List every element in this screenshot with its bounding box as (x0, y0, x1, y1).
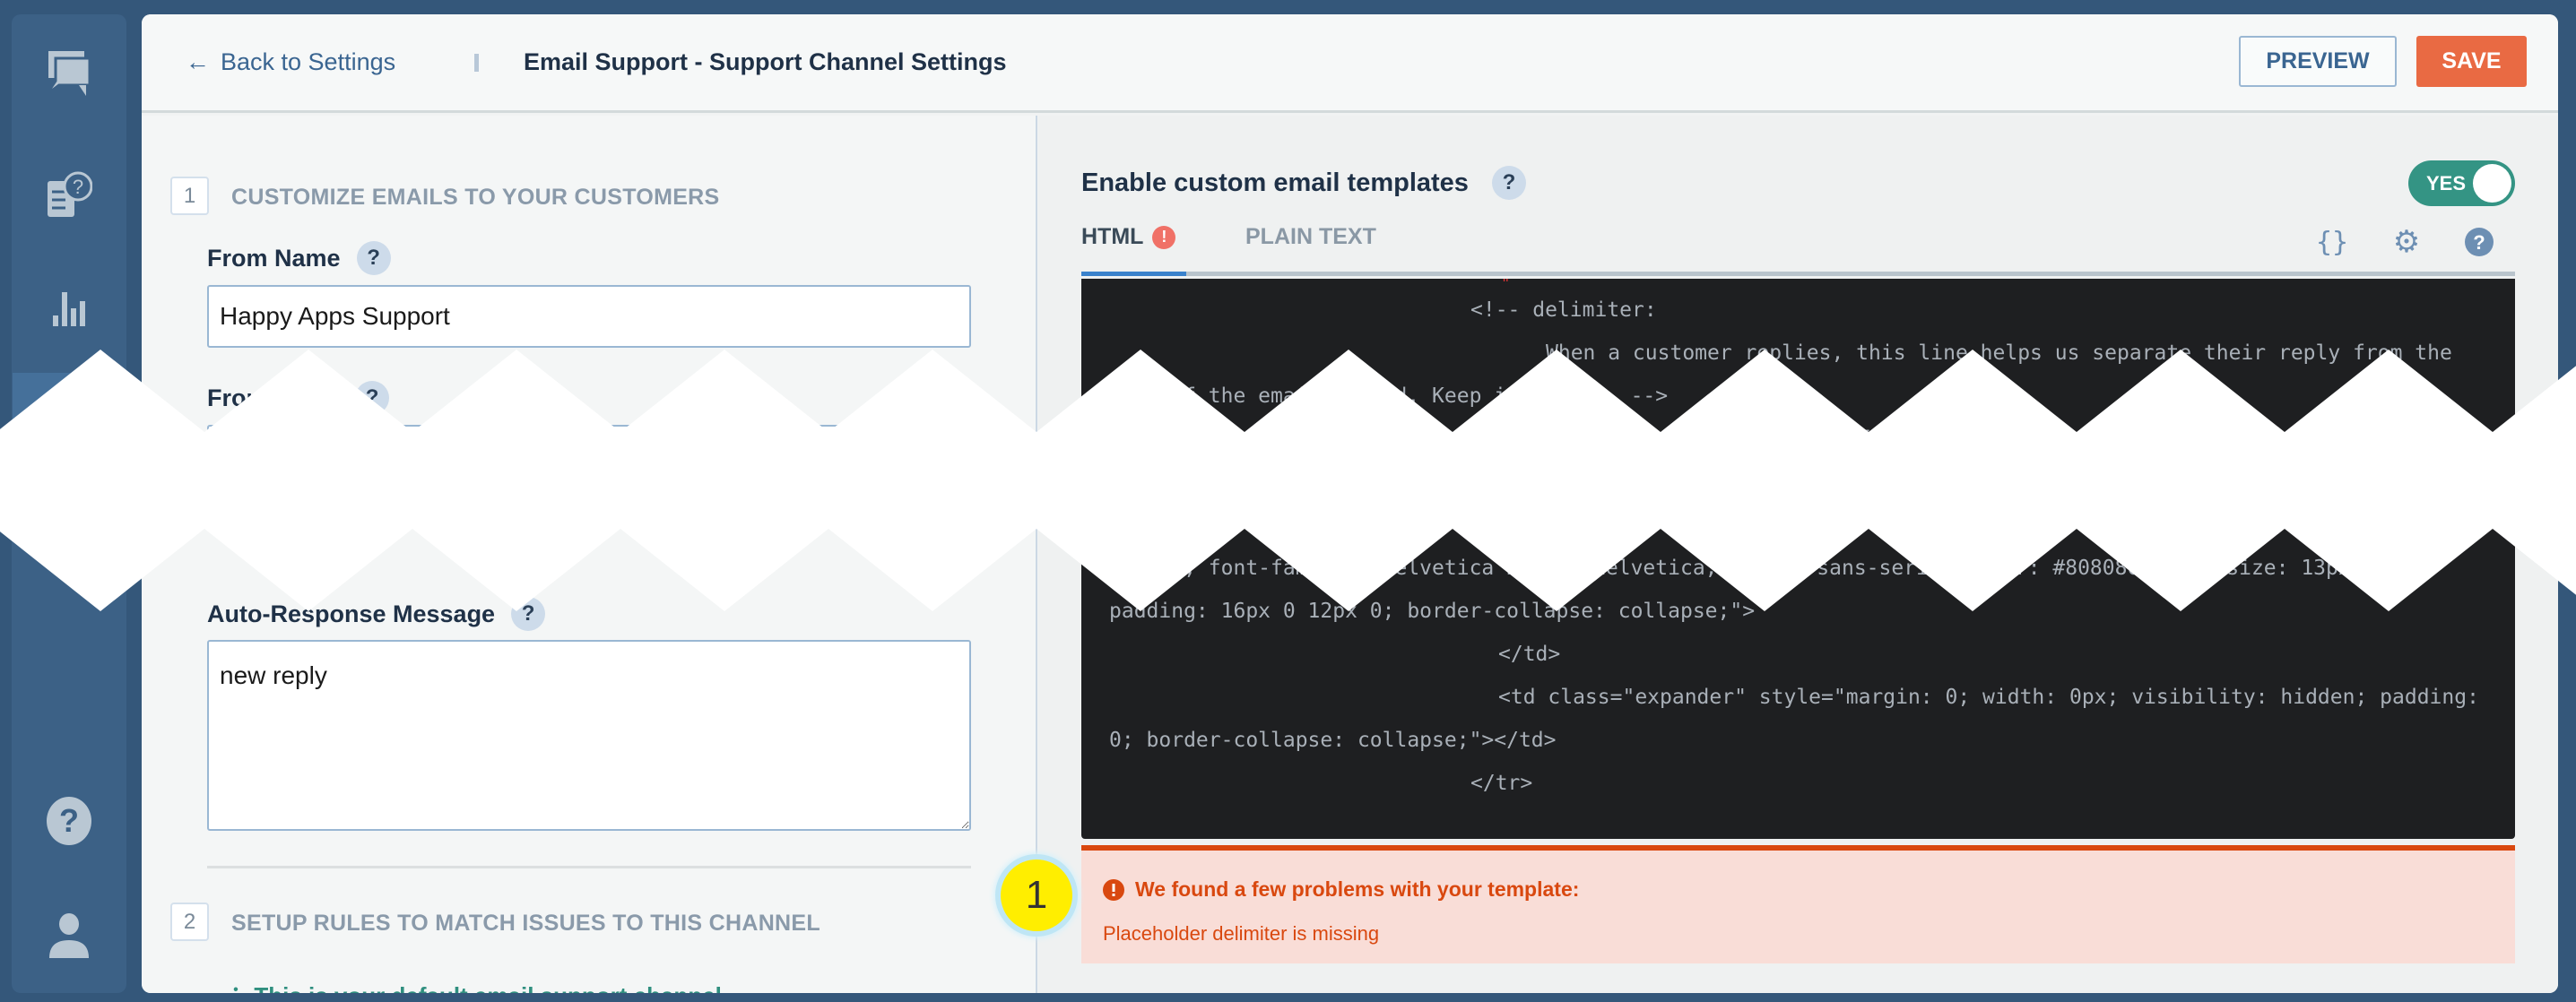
toggle-label: YES (2426, 172, 2467, 194)
info-text: This is your default email support chann… (254, 982, 722, 993)
tab-underline (1081, 272, 2515, 276)
from-email-input[interactable] (207, 425, 971, 488)
user-icon[interactable] (46, 912, 92, 959)
left-pane: 1 CUSTOMIZE EMAILS TO YOUR CUSTOMERS Fro… (142, 116, 1037, 993)
annotation-marker: 1 (1001, 859, 1072, 931)
gear-icon[interactable]: ⚙ (2392, 225, 2421, 259)
from-email-label: From Email? (207, 381, 390, 415)
error-icon: ! (1152, 225, 1176, 249)
help-icon[interactable]: ? (356, 241, 391, 275)
page-title: Email Support - Support Channel Settings (524, 48, 1007, 75)
error-title: We found a few problems with your templa… (1103, 877, 1579, 902)
help-icon[interactable]: ? (2461, 224, 2497, 260)
knowledge-base-icon[interactable]: ? (46, 171, 92, 219)
enable-custom-templates-label: Enable custom email templates? (1081, 166, 1526, 200)
section-title: SETUP RULES TO MATCH ISSUES TO THIS CHAN… (231, 911, 820, 936)
section-number: 1 (170, 177, 209, 215)
custom-templates-toggle[interactable]: YES (2408, 160, 2515, 206)
back-label: Back to Settings (221, 48, 396, 75)
code-line: rest of the email thread. Keep it on top… (1109, 384, 1669, 408)
settings-card: ← Back to Settings Email Support - Suppor… (142, 14, 2558, 993)
tab-label: HTML (1081, 224, 1144, 249)
placeholder-braces-icon[interactable]: {} (2315, 226, 2349, 258)
code-line: <td style="text-align: left; font-size: … (1498, 428, 2082, 451)
code-line: <!-- delimiter: (1470, 298, 1657, 322)
svg-text:?: ? (59, 802, 79, 839)
code-line: 0; border-collapse: collapse;"></td> (1109, 729, 1557, 752)
code-line: </td> (1498, 643, 1561, 666)
header: ← Back to Settings Email Support - Suppor… (142, 14, 2558, 113)
label-text: Auto-Response Message (207, 600, 496, 627)
sidebar-active-highlight (13, 373, 126, 471)
label-text: From Email (207, 384, 340, 411)
header-divider (474, 54, 479, 72)
help-icon[interactable]: ? (511, 597, 546, 631)
code-line: normal; font-family: 'Helvetica Neue', H… (1109, 557, 2364, 580)
auto-response-label: Auto-Response Message? (207, 597, 546, 631)
spellcheck-mark: " (1503, 279, 1509, 293)
template-error-banner: We found a few problems with your templa… (1081, 845, 2515, 963)
from-name-label: From Name? (207, 241, 391, 275)
error-message: Placeholder delimiter is missing (1103, 922, 1380, 945)
auto-response-textarea[interactable]: new reply (207, 640, 971, 831)
save-button[interactable]: SAVE (2416, 36, 2527, 87)
from-name-input[interactable] (207, 285, 971, 348)
preview-button[interactable]: PREVIEW (2239, 36, 2397, 87)
help-icon[interactable]: ? (355, 381, 390, 415)
default-channel-info: i This is your default email support chan… (230, 982, 722, 993)
reports-icon[interactable] (46, 285, 92, 332)
active-tab-indicator (1081, 272, 1186, 276)
tab-plain-text[interactable]: PLAIN TEXT (1245, 224, 1376, 250)
code-line: padding: 16px 0 12px 0; border-collapse:… (1109, 600, 1756, 623)
label-text: Enable custom email templates (1081, 168, 1469, 197)
code-line: </tr> (1470, 772, 1533, 795)
arrow-left-icon: ← (186, 48, 210, 75)
tab-label: PLAIN TEXT (1245, 224, 1376, 249)
section-divider (207, 866, 971, 868)
sidebar: ? ? (12, 14, 126, 993)
help-icon[interactable]: ? (46, 797, 92, 845)
help-icon[interactable]: ? (1491, 166, 1526, 200)
error-icon (1103, 878, 1124, 901)
toggle-knob (2473, 164, 2511, 203)
code-line: When a customer replies, this line helps… (1546, 341, 2452, 365)
error-title-text: We found a few problems with your templa… (1135, 877, 1580, 901)
code-line: <td class="expander" style="margin: 0; w… (1498, 686, 2479, 709)
svg-text:?: ? (2473, 231, 2485, 254)
chat-icon[interactable] (46, 51, 92, 98)
info-icon: i (230, 982, 238, 993)
section-number: 2 (170, 903, 209, 941)
html-code-editor[interactable]: " <!-- delimiter: When a customer replie… (1081, 279, 2515, 839)
back-to-settings-link[interactable]: ← Back to Settings (186, 48, 395, 76)
svg-text:?: ? (73, 176, 83, 198)
section-title: CUSTOMIZE EMAILS TO YOUR CUSTOMERS (231, 185, 720, 210)
label-text: From Name (207, 244, 341, 272)
right-pane: Enable custom email templates? YES HTML!… (1038, 116, 2558, 993)
tab-html[interactable]: HTML! (1081, 224, 1176, 250)
